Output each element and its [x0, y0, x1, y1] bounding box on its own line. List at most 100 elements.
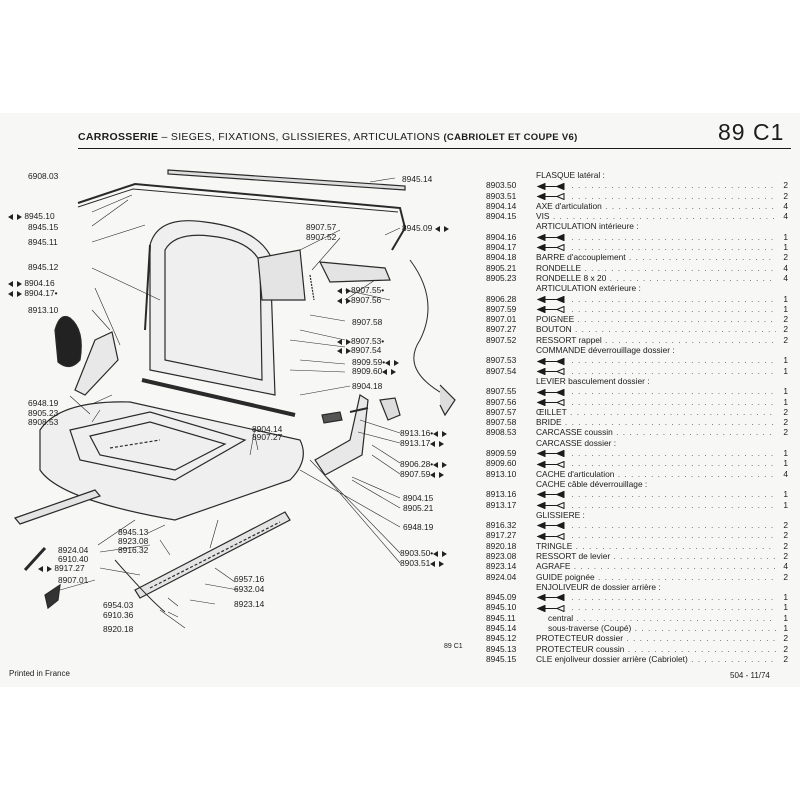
left-right-arrow-icon [38, 565, 52, 572]
part-group-title: FLASQUE latéral : [536, 170, 605, 180]
callout-8945-09: 8945.09 [402, 223, 449, 233]
callout-6954-03: 6954.03 [103, 600, 134, 610]
part-description: central [548, 612, 574, 623]
part-quantity: 2 [783, 633, 788, 644]
callout-8905-23: 8905.23 [28, 408, 59, 418]
part-description: RONDELLE [536, 262, 582, 273]
part-reference: 8907.57 [486, 406, 517, 417]
part-description-cell: CACHE câble déverrouillage : [536, 479, 776, 489]
callout-8913-10: 8913.10 [28, 305, 59, 315]
part-description: PROTECTEUR coussin [536, 643, 625, 654]
callout-8913-17: 8913.17 [400, 438, 445, 448]
part-quantity: 2 [783, 406, 788, 417]
right-side-icon [536, 604, 565, 612]
left-right-arrow-icon [430, 560, 445, 567]
parts-row: ARTICULATION extérieure : [486, 283, 788, 293]
leader-dots: . . . . . . . . . . . . . . . . . . . . … [552, 211, 776, 222]
part-description: CARCASSE coussin [536, 427, 613, 438]
callout-8920-18: 8920.18 [103, 624, 134, 634]
parts-row: 8907.55 . . . . . . . . . . . . . . . . … [486, 386, 788, 396]
leader-dots: . . . . . . . . . . . . . . . . . . . . … [691, 653, 776, 664]
callout-8904-16: 8904.16 [8, 278, 55, 288]
page-title: CARROSSERIE – SIEGES, FIXATIONS, GLISSIE… [78, 131, 578, 143]
part-group-title: CARCASSE dossier : [536, 437, 617, 448]
leader-dots: . . . . . . . . . . . . . . . . . . . . … [609, 272, 776, 283]
part-quantity: 2 [783, 571, 788, 582]
part-description: AXE d'articulation [536, 200, 602, 211]
part-reference: 8945.13 [486, 643, 517, 654]
part-reference: 8904.18 [486, 252, 517, 263]
leader-dots: . . . . . . . . . . . . . . . . . . . . … [634, 623, 776, 634]
callout-8945-12: 8945.12 [28, 262, 59, 272]
parts-row: 8903.51 . . . . . . . . . . . . . . . . … [486, 191, 788, 201]
leader-dots: . . . . . . . . . . . . . . . . . . . . … [571, 396, 776, 407]
leader-dots: . . . . . . . . . . . . . . . . . . . . … [571, 530, 776, 541]
left-side-icon [536, 491, 565, 499]
left-side-icon [536, 522, 565, 530]
leader-dots: . . . . . . . . . . . . . . . . . . . . … [571, 365, 776, 376]
part-group-title: LEVIER basculement dossier : [536, 375, 650, 386]
callout-8945-15: 8945.15 [28, 222, 59, 232]
flasque-lateral [314, 394, 369, 476]
callout-8909-60: 8909.60 [352, 366, 397, 376]
part-reference: 8945.11 [486, 612, 516, 623]
leader-dots: . . . . . . . . . . . . . . . . . . . . … [571, 190, 776, 201]
part-quantity: 2 [783, 314, 788, 325]
part-reference: 8907.53 [486, 355, 517, 366]
parts-row: CACHE câble déverrouillage : [486, 479, 788, 489]
part-quantity: 4 [783, 468, 788, 479]
part-quantity: 2 [783, 252, 788, 263]
right-side-icon [536, 192, 565, 200]
side-indicator: . . . . . . . . . . . . . . . . . . . . … [536, 397, 776, 407]
page-code: 89 C1 [718, 119, 785, 145]
exploded-seat-diagram [13, 169, 456, 629]
part-description: CACHE d'articulation [536, 468, 615, 479]
parts-row: 8916.32 . . . . . . . . . . . . . . . . … [486, 520, 788, 530]
part-quantity: 1 [783, 396, 788, 407]
tringle [114, 559, 166, 613]
diagram-code: 89 C1 [444, 643, 463, 650]
parts-row: CARCASSE dossier : [486, 438, 788, 448]
enjoliveur-central [77, 182, 407, 251]
callout-8903-50: 8903.50• [400, 548, 448, 558]
parts-row: 8907.59 . . . . . . . . . . . . . . . . … [486, 304, 788, 314]
callout-8945-13: 8945.13 [118, 527, 149, 537]
left-side-icon [536, 594, 565, 602]
side-indicator: . . . . . . . . . . . . . . . . . . . . … [536, 592, 776, 602]
part-reference: 8924.04 [486, 571, 517, 582]
callout-8945-14: 8945.14 [402, 174, 433, 184]
part-reference: 8909.60 [486, 458, 517, 469]
parts-row: 8904.16 . . . . . . . . . . . . . . . . … [486, 232, 788, 242]
callout-8945-10: 8945.10 [8, 211, 55, 221]
part-quantity: 1 [783, 231, 788, 242]
left-right-arrow-icon [337, 347, 351, 354]
left-side-icon [536, 234, 565, 242]
right-side-icon [536, 244, 565, 252]
side-indicator: . . . . . . . . . . . . . . . . . . . . … [536, 355, 776, 365]
parts-row: COMMANDE déverrouillage dossier : [486, 345, 788, 355]
left-side-icon [536, 357, 565, 365]
leader-dots: . . . . . . . . . . . . . . . . . . . . … [571, 293, 776, 304]
leader-dots: . . . . . . . . . . . . . . . . . . . . … [570, 406, 776, 417]
part-reference: 8907.52 [486, 334, 517, 345]
part-quantity: 2 [783, 550, 788, 561]
part-description: RONDELLE 8 x 20 [536, 272, 607, 283]
leader-dots: . . . . . . . . . . . . . . . . . . . . … [571, 520, 776, 531]
parts-row: 8909.59 . . . . . . . . . . . . . . . . … [486, 448, 788, 458]
part-quantity: 1 [783, 303, 788, 314]
parts-row: 8907.56 . . . . . . . . . . . . . . . . … [486, 397, 788, 407]
parts-row: 8904.17 . . . . . . . . . . . . . . . . … [486, 242, 788, 252]
part-description-cell: RESSORT de levier . . . . . . . . . . . … [536, 551, 776, 561]
part-reference: 8945.12 [486, 633, 517, 644]
callout-6910-40: 6910.40 [58, 554, 89, 564]
part-quantity: 1 [783, 386, 788, 397]
left-right-arrow-icon [434, 225, 449, 232]
callout-8904-15: 8904.15 [403, 493, 434, 503]
part-description-cell: BRIDE . . . . . . . . . . . . . . . . . … [536, 417, 776, 427]
